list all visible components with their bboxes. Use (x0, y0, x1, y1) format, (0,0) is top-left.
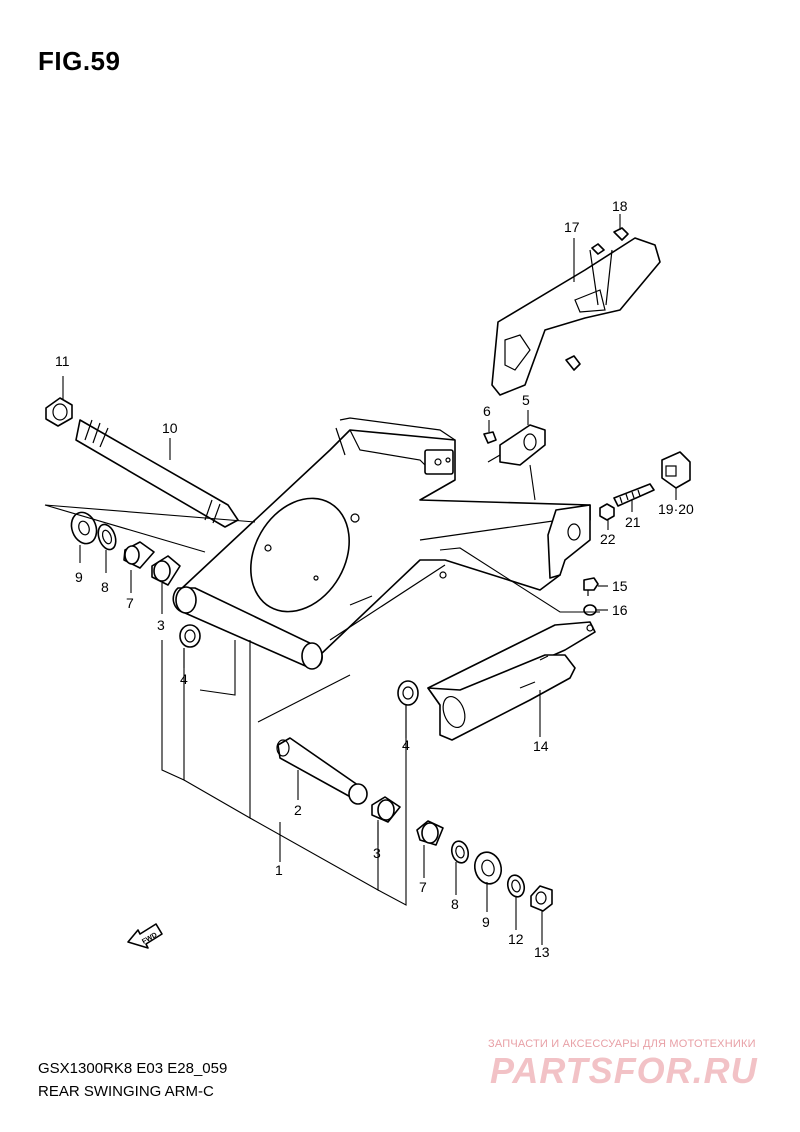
callout-17: 17 (564, 219, 580, 235)
callout-8: 8 (101, 579, 109, 595)
callout-9: 9 (482, 914, 490, 930)
nut-22 (599, 503, 615, 521)
callout-7: 7 (419, 879, 427, 895)
swingarm-body (172, 417, 591, 670)
callout-21: 21 (625, 514, 641, 530)
callout-14: 14 (533, 738, 549, 754)
clip-18 (565, 227, 629, 371)
callout-4: 4 (180, 671, 188, 687)
callout-10: 10 (162, 420, 178, 436)
needle-bearing-3b (371, 796, 401, 823)
washer-8a (97, 523, 117, 551)
callout-2: 2 (294, 802, 302, 818)
callout-13: 13 (534, 944, 550, 960)
washer-12 (506, 874, 526, 898)
callout-3: 3 (157, 617, 165, 633)
pivot-nut-11 (45, 397, 73, 427)
nut-16 (583, 604, 597, 616)
callout-9: 9 (75, 569, 83, 585)
callout-3: 3 (373, 845, 381, 861)
callout-11: 11 (55, 353, 70, 369)
callout-19-20: 19·20 (658, 501, 694, 517)
washer-8b (450, 840, 470, 864)
spacer-7a (123, 541, 155, 569)
oil-seal-9b (473, 851, 503, 885)
adjuster-block-19-20 (661, 451, 691, 489)
chain-buffer-14 (427, 621, 596, 741)
callout-15: 15 (612, 578, 628, 594)
callout-16: 16 (612, 602, 628, 618)
watermark-tagline: ЗАПЧАСТИ И АКСЕССУАРЫ ДЛЯ МОТОТЕХНИКИ (488, 1038, 756, 1050)
figure-title: FIG.59 (38, 46, 121, 76)
callout-6: 6 (483, 403, 491, 419)
callout-12: 12 (508, 931, 524, 947)
callout-22: 22 (600, 531, 616, 547)
bolt-6 (483, 431, 497, 444)
bearing-4b (397, 680, 419, 706)
oil-seal-9a (70, 511, 98, 545)
bracket-5 (487, 424, 546, 466)
bearing-4a (179, 624, 201, 648)
watermark-logo: PARTSFOR.RU (490, 1050, 758, 1091)
nut-13 (530, 885, 553, 912)
callout-18: 18 (612, 198, 628, 214)
model-code: GSX1300RK8 E03 E28_059 (38, 1060, 228, 1077)
callout-8: 8 (451, 896, 459, 912)
collar-2 (276, 737, 368, 805)
callout-4: 4 (402, 737, 410, 753)
adjuster-bolt-21 (613, 483, 655, 507)
callout-5: 5 (522, 392, 530, 408)
leader-lines (44, 214, 677, 945)
callout-labels: 11 10 9 8 7 3 4 4 2 3 1 7 8 9 12 13 14 1… (55, 198, 694, 960)
spacer-7b (416, 820, 444, 846)
needle-bearing-3a (151, 555, 181, 586)
bolt-15 (583, 577, 599, 596)
pivot-shaft-10 (75, 419, 239, 528)
callout-7: 7 (126, 595, 134, 611)
diagram-caption: REAR SWINGING ARM-C (38, 1083, 214, 1100)
callout-1: 1 (275, 862, 283, 878)
fwd-arrow-marker: FWD (127, 923, 163, 949)
chain-case-17 (491, 237, 661, 396)
